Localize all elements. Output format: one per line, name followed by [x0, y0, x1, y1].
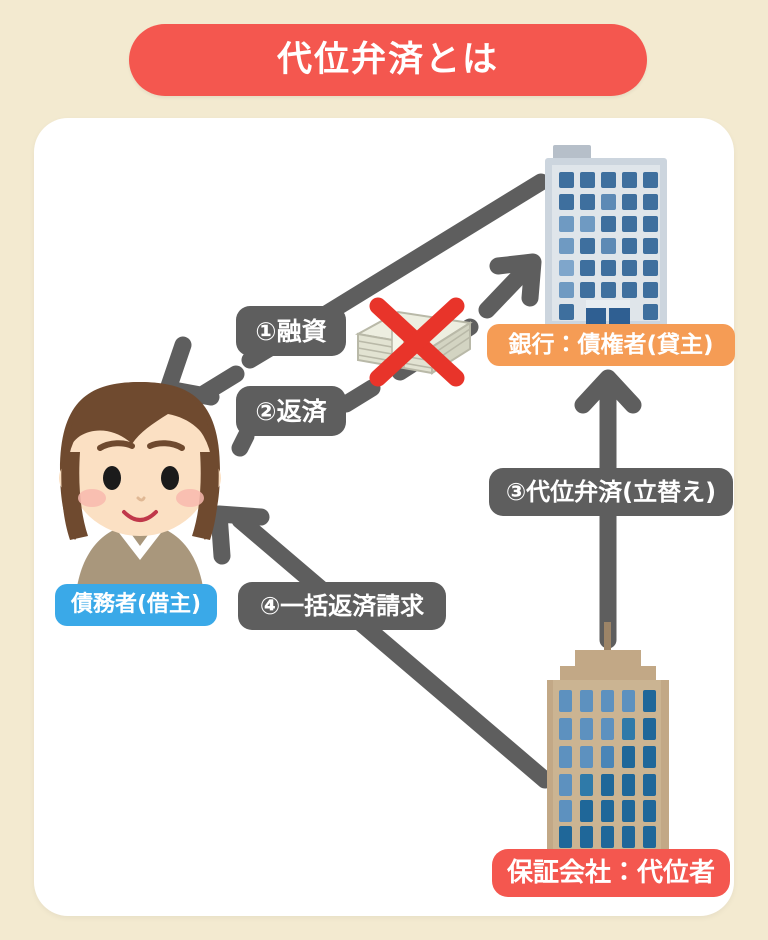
actor-label-bank: 銀行：債権者(貸主)	[487, 324, 735, 366]
actor-label-guarantor: 保証会社：代位者	[492, 849, 730, 897]
flow-label-4-ikkatsu-hensai: ④一括返済請求	[238, 582, 446, 630]
diagram-card	[34, 118, 734, 916]
actor-label-debtor: 債務者(借主)	[55, 584, 217, 626]
page-title-banner: 代位弁済とは	[129, 24, 647, 96]
flow-label-2-hensai: ②返済	[236, 386, 346, 436]
page-title: 代位弁済とは	[276, 39, 499, 80]
flow-label-1-yushi: ①融資	[236, 306, 346, 356]
flow-label-3-daii-bensai: ③代位弁済(立替え)	[489, 468, 733, 516]
